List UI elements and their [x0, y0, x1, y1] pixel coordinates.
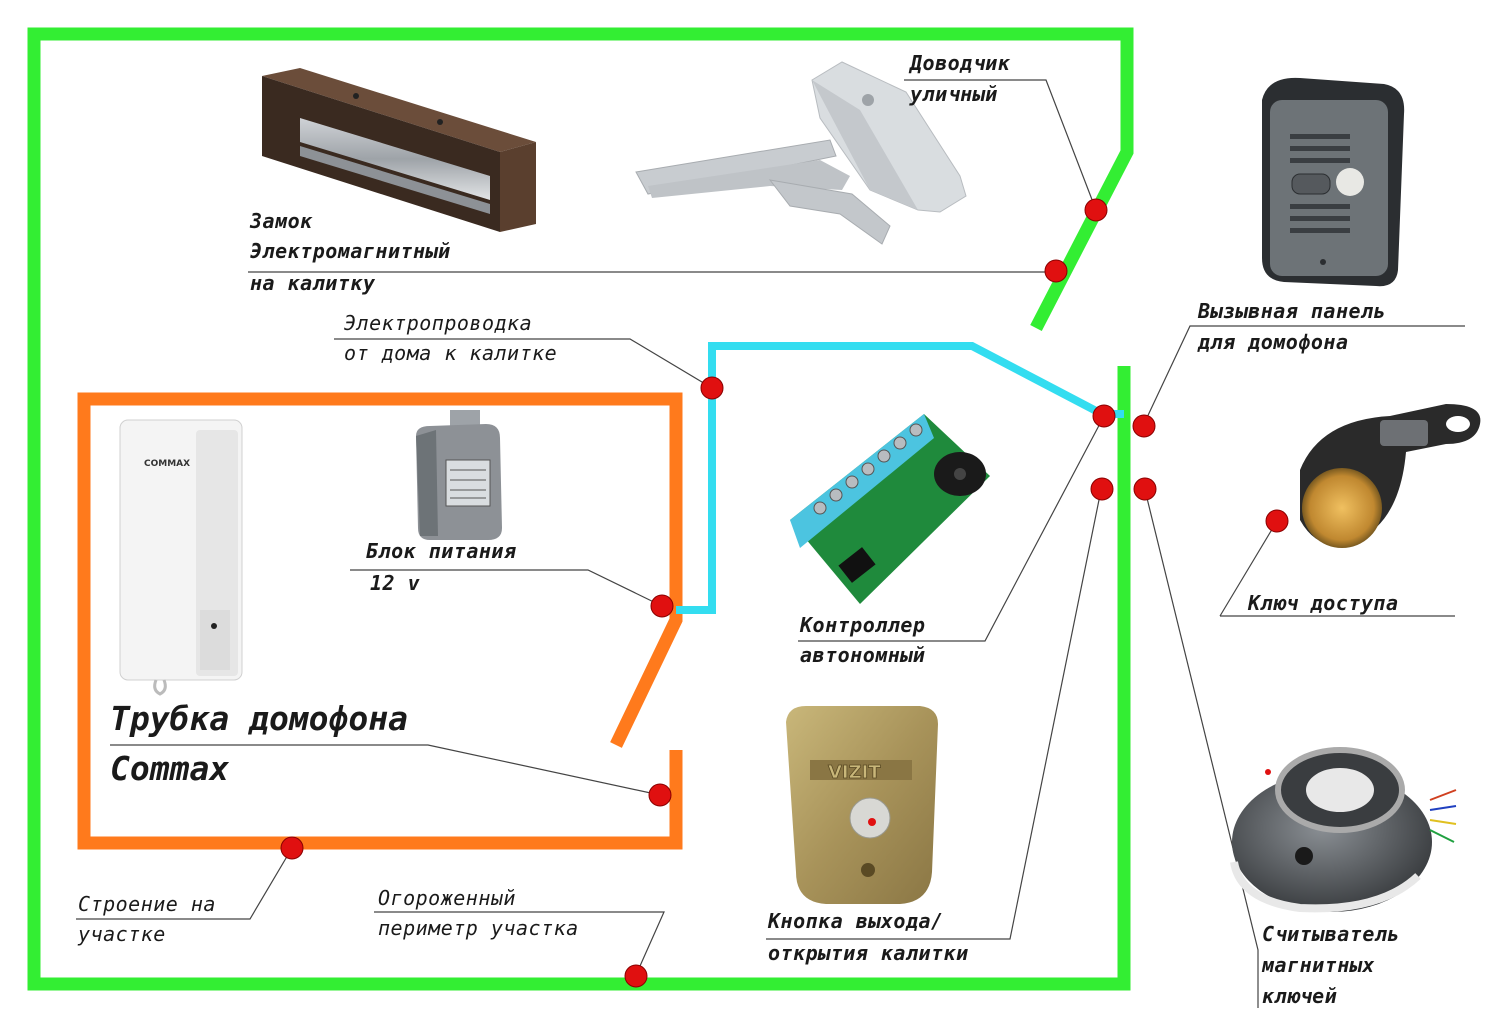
marker-reader — [1133, 477, 1157, 501]
button-brand: VIZIT — [828, 762, 881, 783]
marker-exit-button — [1090, 477, 1114, 501]
access-key-image — [1300, 404, 1481, 548]
building-outline — [77, 392, 683, 850]
label-handset-line-1: Трубка домофона — [110, 699, 408, 738]
marker-handset — [648, 783, 672, 807]
marker-key — [1265, 509, 1289, 533]
perimeter-fence — [27, 27, 1134, 991]
handset-brand: COMMAX — [144, 459, 190, 469]
label-controller-line-1: Контроллер — [799, 613, 925, 637]
marker-closer — [1084, 198, 1108, 222]
label-controller: Контроллер автономный — [799, 613, 925, 667]
label-exit-button-line-2: открытия калитки — [768, 941, 969, 965]
label-reader: Считыватель магнитных ключей — [1261, 922, 1400, 1008]
label-closer-line-2: уличный — [909, 82, 998, 106]
controller-image — [790, 414, 990, 604]
magnetic-lock-image — [262, 68, 536, 232]
label-reader-line-1: Считыватель — [1262, 922, 1400, 946]
exit-button-image: VIZIT — [786, 706, 938, 904]
label-reader-line-3: ключей — [1262, 984, 1337, 1008]
marker-lock — [1044, 259, 1068, 283]
marker-power — [650, 594, 674, 618]
label-power-line-2: 12 v — [370, 571, 421, 595]
marker-call-panel — [1132, 414, 1156, 438]
marker-wiring — [700, 376, 724, 400]
label-wiring-line-1: Электропроводка — [344, 311, 532, 335]
label-key: Ключ доступа — [1247, 591, 1399, 615]
label-handset-line-2: Commax — [110, 749, 229, 788]
label-perimeter-line-2: периметр участка — [378, 916, 579, 940]
label-building-line-2: участке — [77, 922, 166, 946]
door-closer-image — [635, 61, 967, 245]
call-panel-image — [1262, 77, 1405, 287]
label-closer-line-1: Доводчик — [908, 51, 1011, 75]
label-lock-line-3: на калитку — [250, 271, 376, 295]
label-perimeter: Огороженный периметр участка — [378, 886, 579, 940]
label-lock-line-2: Электромагнитный — [250, 239, 451, 263]
label-call-panel-line-2: для домофона — [1197, 330, 1349, 354]
power-supply-image — [416, 410, 502, 540]
label-call-panel-line-1: Вызывная панель — [1197, 299, 1386, 323]
label-controller-line-2: автономный — [800, 643, 925, 667]
label-wiring-line-2: от дома к калитке — [344, 341, 557, 365]
label-building: Строение на участке — [77, 892, 216, 946]
label-building-line-1: Строение на — [78, 892, 216, 916]
label-perimeter-line-1: Огороженный — [378, 886, 516, 910]
label-call-panel: Вызывная панель для домофона — [1197, 299, 1386, 354]
label-reader-line-2: магнитных — [1261, 953, 1375, 977]
label-exit-button-line-1: Кнопка выхода/ — [767, 909, 944, 933]
leader-lines — [76, 79, 1465, 1008]
label-exit-button: Кнопка выхода/ открытия калитки — [767, 909, 969, 965]
marker-building — [280, 836, 304, 860]
marker-perimeter — [624, 964, 648, 988]
label-wiring: Электропроводка от дома к калитке — [344, 311, 557, 365]
label-power-line-1: Блок питания — [366, 539, 517, 563]
marker-controller — [1092, 404, 1116, 428]
label-key-line-1: Ключ доступа — [1247, 591, 1399, 615]
label-power: Блок питания 12 v — [366, 539, 517, 595]
label-lock: Замок Электромагнитный на калитку — [249, 209, 451, 295]
label-lock-line-1: Замок — [249, 209, 313, 233]
connection-markers — [280, 198, 1289, 988]
label-handset: Трубка домофона Commax — [110, 699, 408, 788]
handset-image: COMMAX — [119, 419, 243, 696]
label-closer: Доводчик уличный — [908, 51, 1011, 106]
key-reader-image — [1230, 747, 1457, 913]
